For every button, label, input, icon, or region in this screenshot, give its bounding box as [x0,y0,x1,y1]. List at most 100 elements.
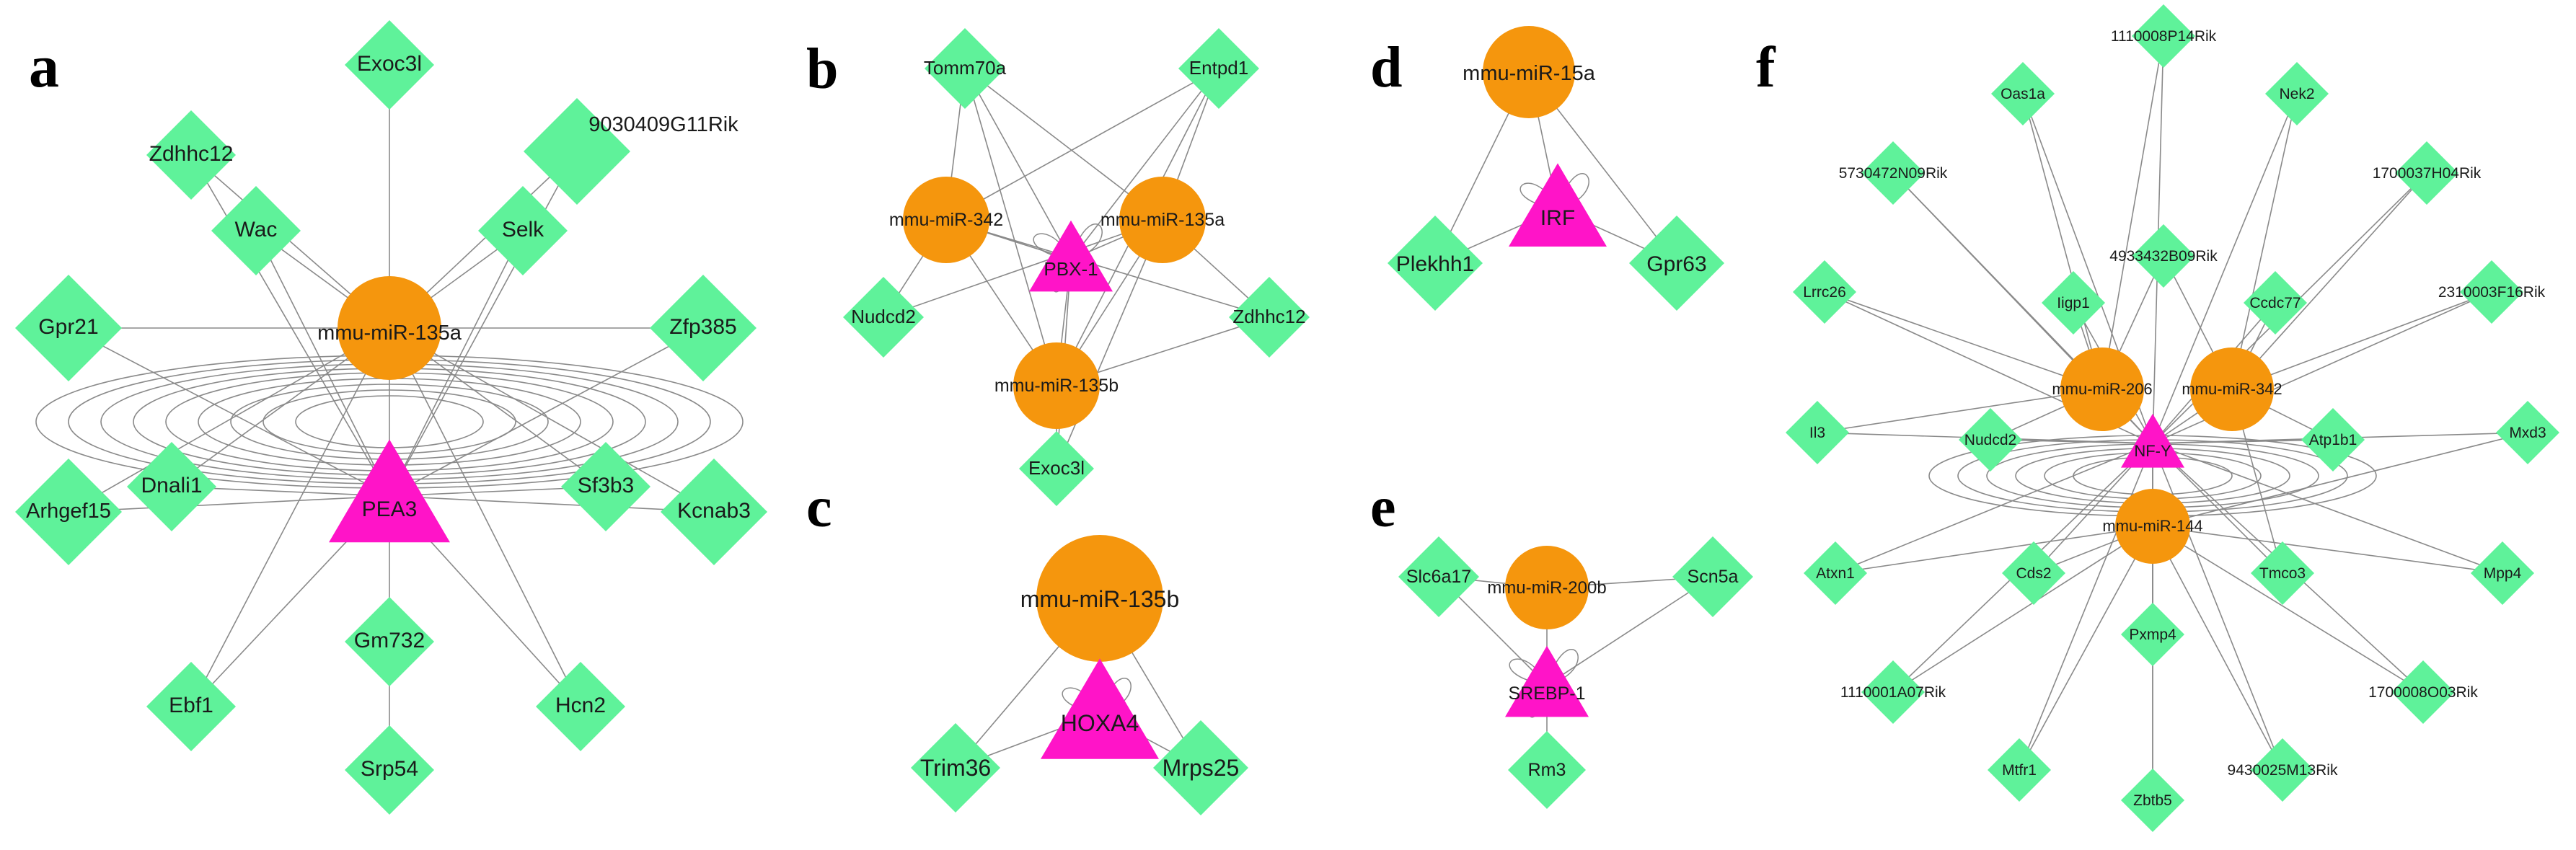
gene-node [1629,216,1724,311]
interaction-edge [2231,172,2427,390]
tf-node [1509,163,1607,247]
node-label: Plekhh1 [1396,252,1474,276]
interaction-edge [945,68,1219,221]
node-label: Oas1a [2001,86,2045,102]
node-label: Gpr63 [1646,252,1706,276]
node-label: Lrrc26 [1803,284,1846,301]
node-label: Slc6a17 [1406,567,1471,587]
tf-node [1505,645,1589,717]
node-label: PEA3 [362,497,418,521]
gene-node [1508,731,1586,809]
gene-node [1178,28,1259,109]
node-label: mmu-miR-135b [994,376,1119,396]
node-label: Zdhhc12 [149,142,234,166]
gene-node [911,723,1000,813]
node-label: Ccdc77 [2249,295,2301,311]
interaction-edge [190,327,390,707]
gene-node [15,275,122,381]
gene-node [1398,536,1479,617]
node-label: Nudcd2 [1964,432,2016,448]
node-label: Zdhhc12 [1232,306,1305,327]
node-label: mmu-miR-206 [2052,380,2152,398]
mirna-node [1013,342,1100,429]
tf-node [1041,658,1159,759]
gene-node [1672,536,1753,617]
node-label: Nek2 [2279,86,2314,102]
gene-node [2121,769,2184,832]
node-label: IRF [1540,206,1575,230]
node-label: Mpp4 [2484,565,2522,582]
node-label: Gm732 [354,629,425,652]
node-label: Entpd1 [1189,57,1248,79]
node-label: Tmco3 [2259,565,2306,582]
panel-letter: e [1370,476,1396,539]
gene-node [345,20,434,110]
interaction-edge [2152,526,2503,574]
node-label: Exoc3l [357,52,422,76]
tf-node [329,439,450,543]
interaction-edge [389,495,715,513]
node-label: Mrps25 [1163,755,1240,781]
node-label: 9430025M13Rik [2228,762,2338,779]
node-label: Kcnab3 [677,499,751,523]
panel-letter: b [806,37,839,101]
node-label: Atxn1 [1816,565,1855,582]
node-label: Arhgef15 [26,500,111,523]
node-label: Atp1b1 [2309,432,2357,448]
gene-node [345,597,434,686]
gene-node [2251,541,2314,605]
node-label: Hcn2 [555,694,606,717]
mirna-node [2115,489,2190,564]
node-label: mmu-miR-342 [889,210,1003,230]
node-label: Zbtb5 [2133,792,2172,809]
gene-node [1861,141,1925,205]
node-label: Dnali1 [141,474,202,497]
interaction-edge [2152,443,2503,574]
gene-node [536,662,625,751]
gene-node [925,28,1005,109]
mirna-node [338,276,441,380]
gene-node [1988,738,2051,802]
node-label: mmu-miR-200b [1487,578,1606,598]
gene-node [843,277,924,358]
gene-node [524,98,630,205]
mirna-node [2060,347,2144,431]
interaction-edge [2152,526,2424,693]
interaction-edge [883,219,1163,318]
interaction-edge [964,68,1057,386]
mirna-node [2190,347,2274,431]
node-label: Il3 [1809,425,1825,441]
interaction-edge [2101,35,2164,390]
node-label: Rm3 [1528,760,1566,780]
mirna-node [1119,177,1206,263]
gene-node [2471,541,2534,605]
tf-node [2121,413,2184,468]
gene-node [2042,271,2105,335]
node-label: Mtfr1 [2002,762,2037,779]
panel-letter: c [806,476,832,539]
gene-node [2132,4,2195,68]
node-label: 4933432B09Rik [2109,248,2218,265]
gene-node [1153,720,1248,815]
gene-node [1786,401,1849,464]
node-label: Nudcd2 [851,306,916,327]
gene-node [2265,62,2329,125]
gene-node [2002,541,2065,605]
interaction-edge [2152,432,2528,527]
gene-node [2460,260,2523,324]
interaction-edge [68,495,390,513]
node-label: Tomm70a [924,57,1007,79]
node-label: mmu-miR-144 [2102,517,2202,535]
gene-node [1861,660,1925,724]
mirna-node [1483,26,1575,118]
node-label: Srp54 [361,757,418,781]
node-label: HOXA4 [1061,710,1139,736]
node-label: 9030409G11Rik [588,113,738,136]
gene-node [345,725,434,815]
gene-node [1229,277,1310,358]
gene-node [661,459,767,565]
gene-node [2301,408,2365,472]
interaction-edge [1056,219,1163,469]
mirna-node [1036,535,1163,662]
gene-node [146,110,236,200]
